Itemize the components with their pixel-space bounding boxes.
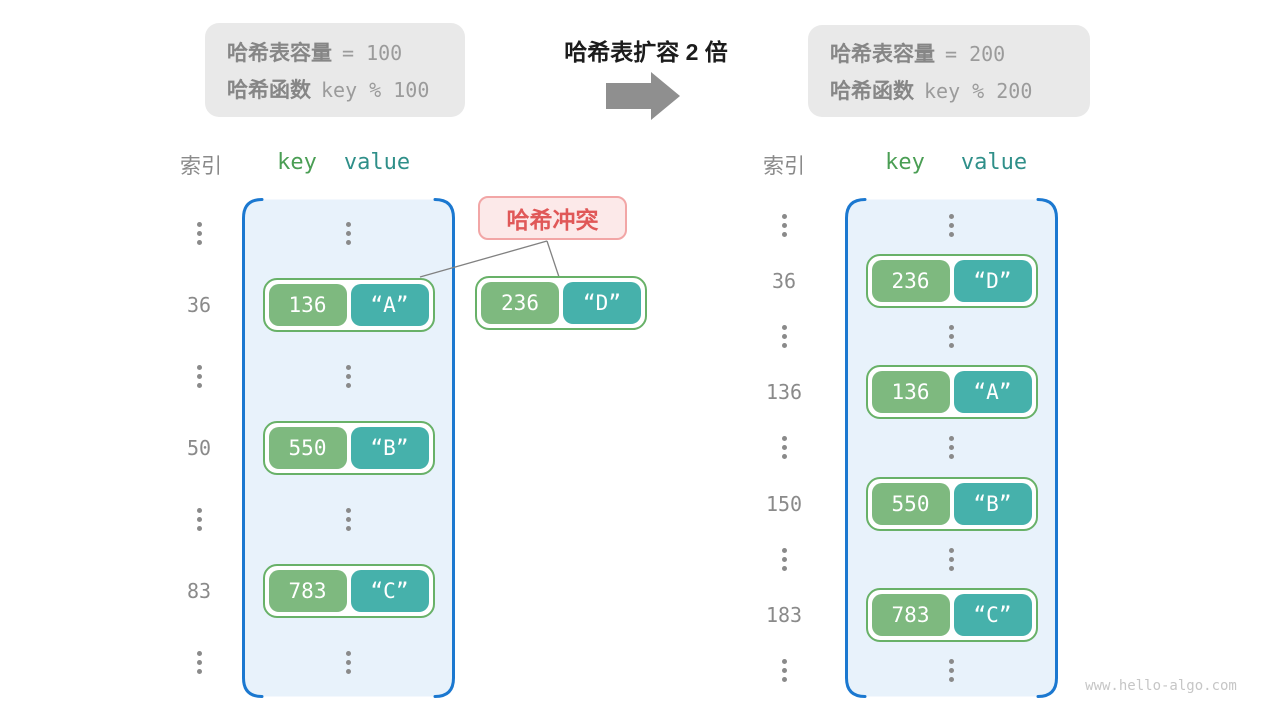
ellipsis-dots xyxy=(949,436,954,460)
key-box: 136 xyxy=(268,284,347,327)
kv-pair: 550 “B” xyxy=(865,476,1038,531)
ellipsis-dots xyxy=(949,547,954,571)
index-label: 50 xyxy=(186,435,212,460)
ellipsis-dots xyxy=(949,214,954,238)
index-label: 83 xyxy=(186,578,212,603)
key-box: 783 xyxy=(268,569,347,612)
ellipsis-dots xyxy=(781,325,787,349)
kv-pair: 550 “B” xyxy=(262,420,435,475)
left-header-value: value xyxy=(343,150,411,175)
ellipsis-dots xyxy=(346,222,351,246)
ellipsis-dots xyxy=(196,507,202,531)
left-header-index: 索引 xyxy=(180,155,222,178)
ellipsis-dots xyxy=(346,650,351,674)
kv-pair: 136 “A” xyxy=(262,278,435,333)
value-box: “A” xyxy=(953,371,1032,414)
ellipsis-dots xyxy=(781,436,787,460)
right-bucket-cells: 236 “D” 136 “A” 550 “B” 783 “C” xyxy=(845,198,1058,698)
value-box: “C” xyxy=(350,569,429,612)
ellipsis-dots xyxy=(346,365,351,389)
index-label: 136 xyxy=(765,380,803,405)
watermark: www.hello-algo.com xyxy=(1085,678,1237,694)
capacity-value: = 200 xyxy=(945,41,1006,66)
ellipsis-dots xyxy=(196,365,202,389)
right-header-index: 索引 xyxy=(763,155,805,178)
capacity-note-before: 哈希表容量 = 100 哈希函数 key % 100 xyxy=(205,23,465,117)
ellipsis-dots xyxy=(196,222,202,246)
capacity-value: = 100 xyxy=(342,40,403,65)
ellipsis-dots xyxy=(196,650,202,674)
hash-fn-value: key % 200 xyxy=(924,78,1033,103)
hash-collision-callout: 哈希冲突 xyxy=(478,196,627,240)
left-index-column: 36 50 83 xyxy=(164,198,234,698)
key-box: 236 xyxy=(871,260,950,303)
ellipsis-dots xyxy=(346,507,351,531)
hash-fn-value: key % 100 xyxy=(321,77,430,102)
ellipsis-dots xyxy=(781,658,787,682)
value-box: “B” xyxy=(953,482,1032,525)
right-header-value: value xyxy=(960,150,1028,175)
ellipsis-dots xyxy=(781,214,787,238)
value-box: “D” xyxy=(953,260,1032,303)
key-box: 136 xyxy=(871,371,950,414)
index-label: 150 xyxy=(765,491,803,516)
right-header-key: key xyxy=(885,150,925,175)
right-arrow-icon xyxy=(606,72,680,120)
ellipsis-dots xyxy=(949,658,954,682)
value-box: “A” xyxy=(350,284,429,327)
value-box: “B” xyxy=(350,426,429,469)
kv-pair: 783 “C” xyxy=(865,587,1038,642)
capacity-label: 哈希表容量 xyxy=(830,42,935,66)
value-box: “D” xyxy=(563,282,641,324)
right-index-column: 36 136 150 183 xyxy=(749,198,819,698)
ellipsis-dots xyxy=(781,547,787,571)
key-box: 550 xyxy=(268,426,347,469)
capacity-note-after: 哈希表容量 = 200 哈希函数 key % 200 xyxy=(808,25,1090,117)
ellipsis-dots xyxy=(949,325,954,349)
kv-pair: 136 “A” xyxy=(865,365,1038,420)
index-label: 36 xyxy=(186,293,212,318)
left-header-key: key xyxy=(277,150,317,175)
left-bucket-cells: 136 “A” 550 “B” 783 “C” xyxy=(242,198,455,698)
key-box: 783 xyxy=(871,593,950,636)
index-label: 183 xyxy=(765,602,803,627)
kv-pair: 236 “D” xyxy=(865,254,1038,309)
kv-pair: 783 “C” xyxy=(262,563,435,618)
key-box: 550 xyxy=(871,482,950,525)
capacity-label: 哈希表容量 xyxy=(227,41,332,65)
expand-title: 哈希表扩容 2 倍 xyxy=(564,39,728,65)
hash-fn-label: 哈希函数 xyxy=(227,78,311,102)
hash-fn-label: 哈希函数 xyxy=(830,79,914,103)
index-label: 36 xyxy=(771,269,797,294)
value-box: “C” xyxy=(953,593,1032,636)
colliding-kv-pair: 236 “D” xyxy=(475,276,647,330)
key-box: 236 xyxy=(481,282,559,324)
